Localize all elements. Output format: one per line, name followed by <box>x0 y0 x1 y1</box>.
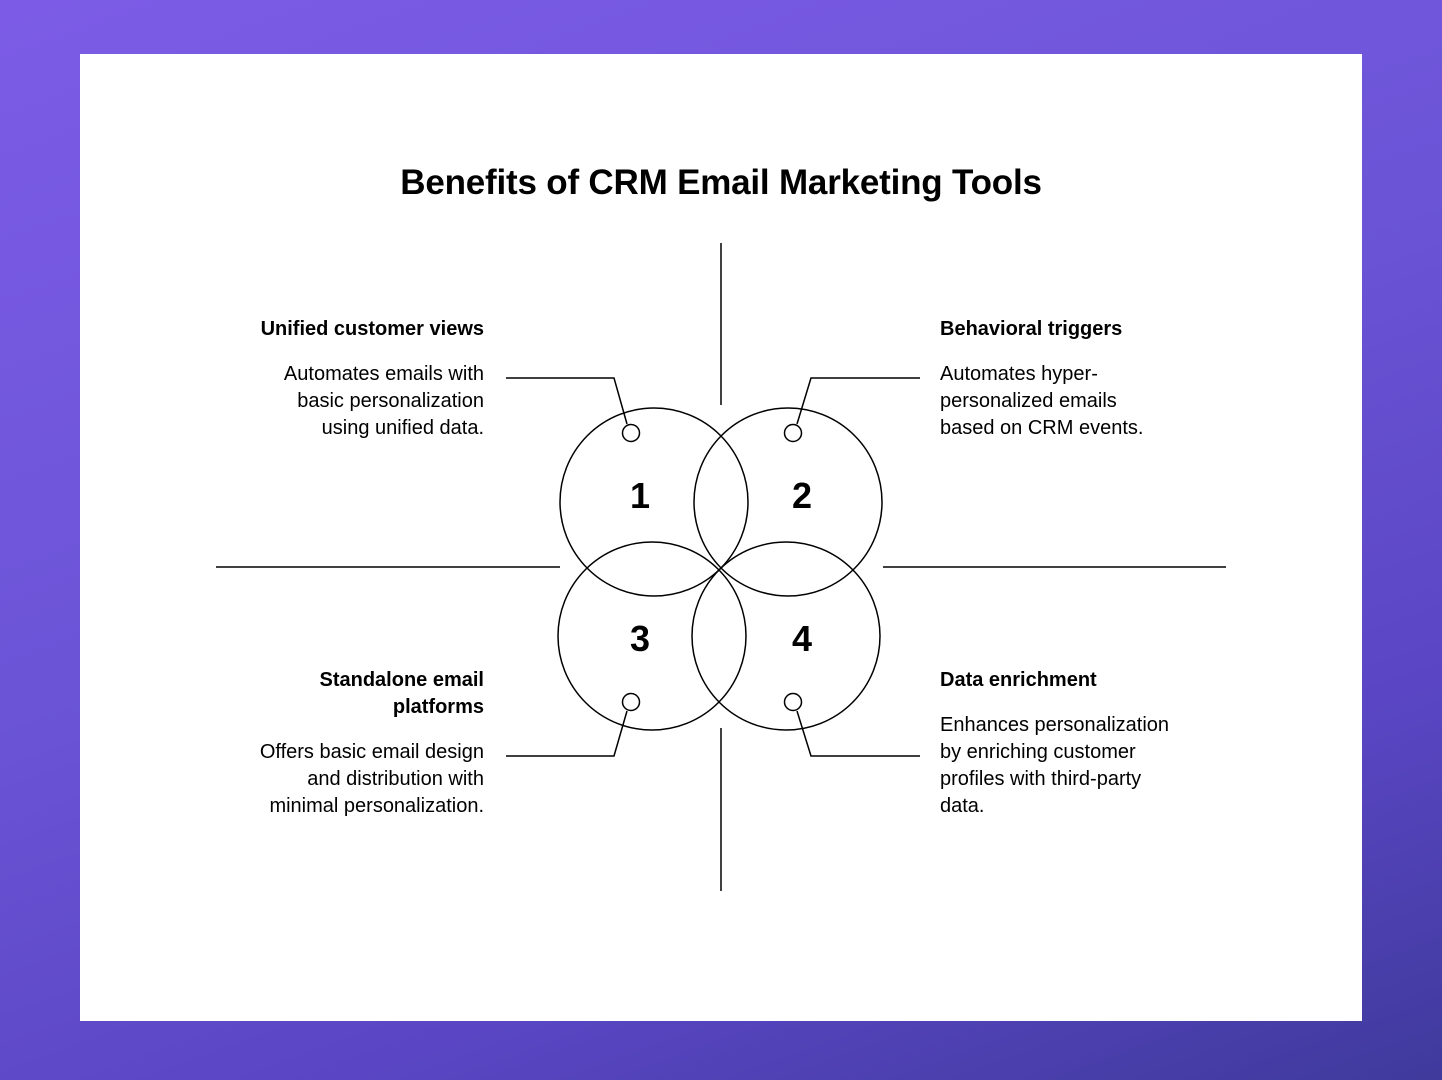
circle-number-2: 2 <box>792 475 812 516</box>
connector-dot-1 <box>621 423 641 443</box>
connector-1 <box>506 377 628 425</box>
item-1-block: Unified customer views Automates emails … <box>224 316 484 442</box>
item-4-block: Data enrichment Enhances personalization… <box>940 667 1200 820</box>
circle-1 <box>559 407 749 597</box>
connector-3 <box>506 710 628 757</box>
circle-3 <box>557 541 747 731</box>
item-2-heading: Behavioral triggers <box>940 318 1123 340</box>
circle-number-3: 3 <box>630 618 650 659</box>
circle-number-1: 1 <box>630 475 650 516</box>
connector-4 <box>796 710 920 757</box>
item-4-description: Enhances personalization by enriching cu… <box>940 714 1170 817</box>
item-3-description: Offers basic email design and distributi… <box>259 741 484 817</box>
item-3-block: Standalone email platforms Offers basic … <box>224 667 484 820</box>
circle-number-4: 4 <box>792 618 812 659</box>
page-title: Benefits of CRM Email Marketing Tools <box>400 163 1042 202</box>
connector-dot-3 <box>621 692 641 712</box>
circle-2 <box>693 407 883 597</box>
item-2-description: Automates hyper-personalized emails base… <box>940 363 1144 439</box>
connector-2 <box>796 377 920 425</box>
item-1-description: Automates emails with basic personalizat… <box>283 363 484 439</box>
item-2-block: Behavioral triggers Automates hyper-pers… <box>940 316 1200 442</box>
item-1-heading: Unified customer views <box>260 318 484 340</box>
connector-dot-4 <box>783 692 803 712</box>
item-3-heading: Standalone email platforms <box>319 669 485 718</box>
item-4-heading: Data enrichment <box>940 669 1097 691</box>
connector-dot-2 <box>783 423 803 443</box>
circle-4 <box>691 541 881 731</box>
